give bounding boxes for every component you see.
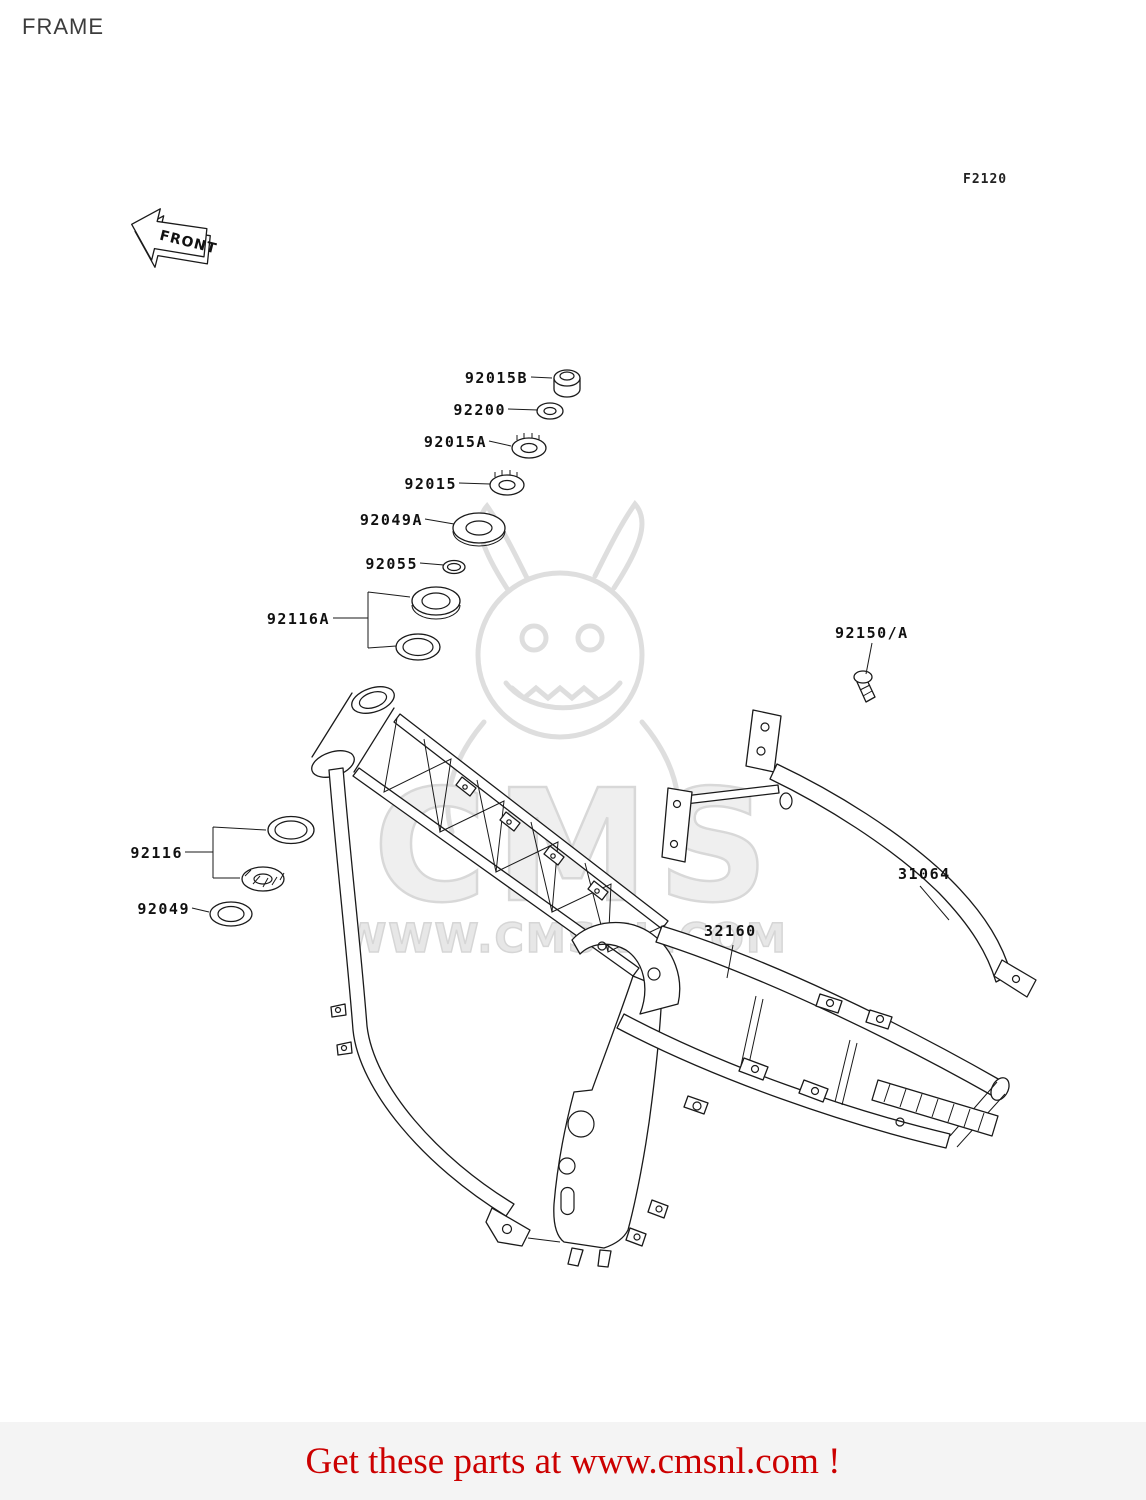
part-label-92015b[interactable]: 92015B (465, 369, 528, 387)
part-label-92049a[interactable]: 92049A (360, 511, 423, 529)
bearing-cap-92049a (452, 512, 506, 547)
part-label-92015[interactable]: 92015 (404, 475, 457, 493)
pipe-end-tip (993, 959, 1037, 998)
cap-92015b (553, 369, 581, 398)
rear-cross-braces (739, 995, 858, 1106)
part-label-92015a[interactable]: 92015A (424, 433, 487, 451)
pipe-collar (779, 792, 793, 810)
bottom-bracket (485, 1207, 531, 1247)
main-frame-32160 (328, 713, 1010, 1268)
bearing-race-92116 (267, 815, 315, 845)
rear-brackets (683, 993, 893, 1115)
part-label-31064[interactable]: 31064 (898, 865, 951, 883)
part-label-92116a[interactable]: 92116A (267, 610, 330, 628)
part-labels: 92015B 92200 92015A 92015 92049A 92055 9… (130, 369, 951, 940)
part-label-32160[interactable]: 32160 (704, 922, 757, 940)
page-title: FRAME (22, 14, 104, 39)
bearing-race-92116a-upper (411, 586, 461, 620)
lattice-bracing (383, 717, 666, 953)
washer-92200 (536, 402, 564, 420)
part-label-92055[interactable]: 92055 (365, 555, 418, 573)
locknut-92015a (511, 433, 547, 459)
pipe-holes (669, 722, 1021, 984)
head-tube (311, 686, 395, 778)
hatched-plate-hatching (883, 1083, 985, 1132)
pipe-tube (769, 763, 1012, 983)
engine-saddle-bracket (571, 921, 681, 1015)
center-gusset-plate (553, 975, 663, 1249)
gusset-slot (560, 1186, 575, 1216)
oring-92055 (442, 559, 466, 575)
watermark-logo-text: CMS (373, 756, 777, 937)
steering-stem-parts (395, 369, 581, 661)
locknut-92015 (489, 470, 525, 496)
rear-pipe-31064 (661, 709, 1037, 998)
backbone-tabs (455, 776, 609, 901)
leader-lines (185, 376, 950, 979)
down-tube-clamp-tabs (330, 1003, 353, 1056)
footer-link[interactable]: Get these parts at www.cmsnl.com ! (305, 1440, 841, 1482)
pipe-strip-bracket (661, 787, 693, 863)
footer-banner: Get these parts at www.cmsnl.com ! (0, 1422, 1146, 1500)
seal-92049 (209, 901, 253, 927)
frame-diagram: CMS WWW.CMSNL.COM FRONT (130, 208, 1037, 1268)
bearing-race-92116a-lower (395, 633, 441, 661)
pipe-top-bracket (745, 709, 782, 773)
front-arrow: FRONT (131, 208, 219, 268)
bearing-cone-92116 (241, 866, 285, 892)
part-label-92200[interactable]: 92200 (453, 401, 506, 419)
frame-holes (334, 784, 905, 1241)
front-down-tube (328, 767, 515, 1217)
figure-code: F2120 (963, 172, 1008, 187)
lower-bearing-parts (209, 815, 315, 927)
bolt-92150a (853, 670, 876, 703)
part-label-92150a[interactable]: 92150/A (835, 624, 909, 642)
part-label-92049[interactable]: 92049 (137, 900, 190, 918)
watermark-mascot (445, 499, 681, 835)
part-label-92116[interactable]: 92116 (130, 844, 183, 862)
front-arrow-shape (131, 208, 208, 261)
rear-lower-rail (616, 1013, 951, 1149)
